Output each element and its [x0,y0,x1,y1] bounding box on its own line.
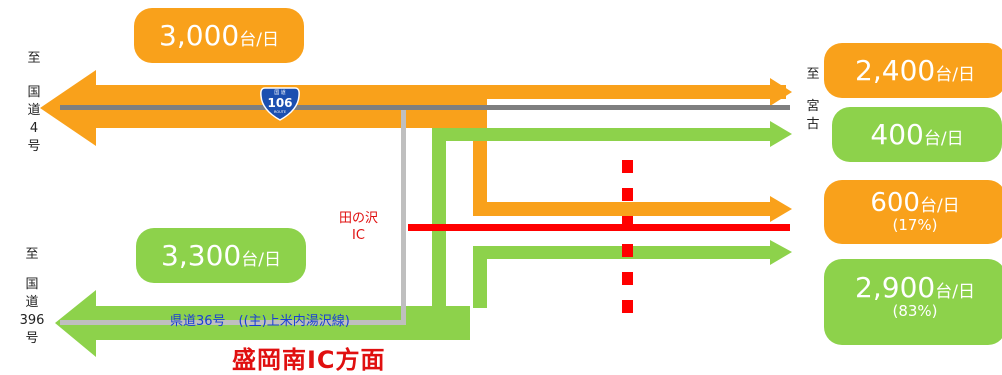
screenline-dashes [622,160,633,313]
destination-kokudo396: 至 国 道 396 号 [19,247,45,346]
destination-kokudo4: 至 国 道 4 号 [27,51,41,154]
flow-west-total: 3,000台/日 [134,8,304,63]
flow-cross-orange: 600台/日 (17%) [824,180,1002,244]
route106-line [60,105,790,110]
green-branch-head-1 [770,121,792,147]
route106-shield-icon: 国 道 106 ROUTE [260,87,300,121]
green-branch-horizontal-1 [432,128,774,141]
destination-miyako: 至 宮 古 [806,67,820,132]
orange-branch-horizontal [473,202,773,216]
orange-branch-head [770,196,792,222]
svg-text:106: 106 [267,96,292,110]
morioka-minami-ic-direction-label: 盛岡南IC方面 [232,346,386,374]
orange-east-shaft [96,85,786,99]
route36-label: 県道36号 ((主)上米内湯沢線) [170,314,350,329]
green-branch-vertical-2 [473,246,487,308]
green-branch-head-2 [770,240,792,265]
green-branch-vertical-1 [432,128,446,308]
orange-branch-vertical [473,99,487,216]
flow-south-total: 3,300台/日 [136,228,306,283]
flow-cross-green: 2,900台/日 (83%) [824,259,1002,345]
flow-east-total: 2,400台/日 [824,43,1002,98]
flow-east-green: 400台/日 [832,107,1002,162]
svg-text:ROUTE: ROUTE [274,110,286,114]
ic-line [408,224,790,231]
tanosawa-ic-label: 田の沢 IC [339,211,379,243]
orange-east-head [770,78,792,106]
svg-text:国 道: 国 道 [274,89,286,96]
connector-line [401,110,406,322]
route36-line [60,320,406,325]
